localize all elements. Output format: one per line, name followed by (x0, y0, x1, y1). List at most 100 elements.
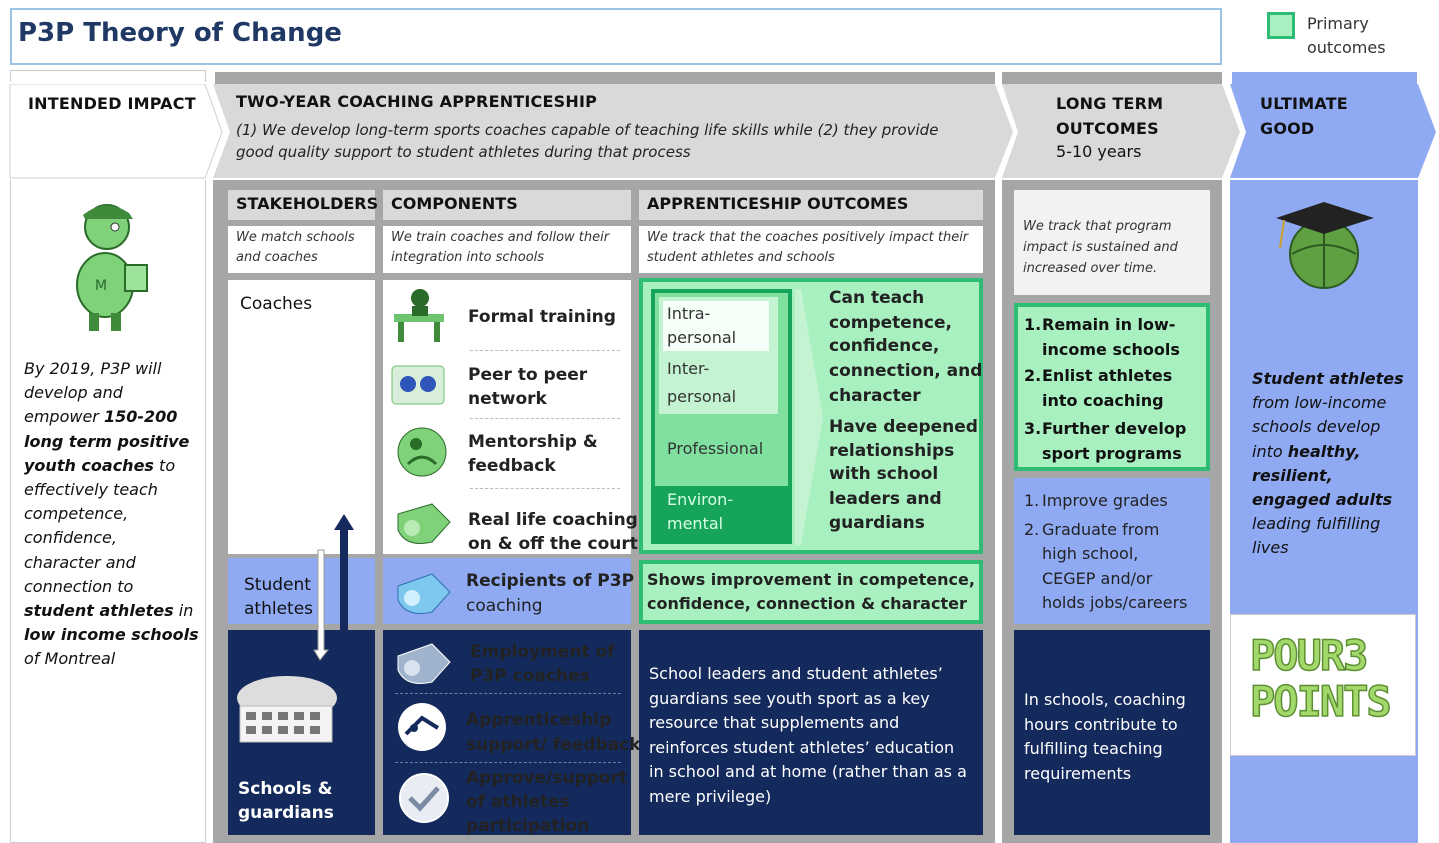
deepened-5: guardians (829, 513, 925, 533)
navy-divider-2 (395, 762, 621, 763)
pour3points-logo-box (1230, 614, 1416, 756)
can-teach-5: character (829, 386, 921, 406)
coach-mascot-icon: M (76, 204, 148, 331)
deepened-2: relationships (829, 441, 955, 461)
level-environ-1: Environ- (667, 490, 734, 509)
title-box (10, 8, 1222, 65)
student-athletes-cell (228, 558, 375, 624)
logo-line-2: POINTS (1249, 677, 1392, 726)
apprenticeship-header: TWO-YEAR COACHING APPRENTICESHIP (236, 92, 598, 111)
peer-network-icon (391, 365, 445, 405)
long-term-primary-box (1014, 303, 1210, 471)
impact-line-10: connection to (24, 576, 134, 596)
apprenticeship-description: (1) We develop long-term sports coaches … (236, 121, 939, 161)
component-real-life-2: on & off the court (468, 534, 638, 554)
feedback-icon (398, 703, 446, 751)
impact-line-11: student athletes (24, 601, 174, 621)
outcomes-subtitle: We track that the coaches positively imp… (639, 226, 983, 273)
impact-line-13: of Montreal (24, 649, 116, 669)
logo-line-1: POUR3 (1249, 631, 1369, 680)
intended-impact-header: INTENDED IMPACT (28, 94, 196, 113)
apprenticeship-top-bar (215, 72, 995, 84)
can-teach-1: Can teach (829, 288, 925, 308)
component-mentorship-2: feedback (468, 456, 556, 476)
level-professional-label: Professional (667, 439, 764, 458)
school-leaders-4: reinforces student athletes’ education (649, 737, 955, 757)
ultimate-line-2: from low-income (1252, 393, 1387, 413)
impact-line-3: empower (24, 407, 104, 427)
chevron-ultimate (1230, 84, 1436, 178)
lt-secondary-2-l4: holds jobs/careers (1042, 593, 1188, 612)
long-term-secondary-list: 1.Improve grades 2.Graduate from high sc… (1024, 489, 1188, 616)
checkmark-icon (399, 773, 449, 823)
school-leaders-3: resource that supplements and (649, 713, 900, 732)
lt-secondary-2-l3: CEGEP and/or (1042, 568, 1153, 588)
ultimate-line-5: resilient, (1252, 465, 1333, 485)
lt-primary-2-l2: into coaching (1042, 391, 1164, 410)
deepened-3: with school (829, 464, 939, 484)
impact-line-4: long term positive (24, 431, 190, 451)
stakeholders-subtitle: We match schools and coaches (228, 226, 375, 273)
lt-primary-1-l2: income schools (1042, 340, 1180, 359)
chevron-header (9, 84, 1436, 179)
level-intra-1: Intra- (667, 304, 711, 323)
lt-navy-1: In schools, coaching (1024, 690, 1186, 709)
ultimate-top-bar (1232, 72, 1417, 84)
impact-line-9: character and (24, 552, 136, 572)
component-employment-2: P3P coaches (470, 666, 590, 686)
mentorship-icon (397, 427, 447, 477)
chevron-apprenticeship (213, 84, 1013, 178)
school-leaders-1: School leaders and student athletes’ (649, 664, 943, 683)
improvement-2: confidence, connection & character (647, 594, 967, 613)
long-term-primary-list: 1.Remain in low- income schools 2.Enlist… (1024, 312, 1186, 466)
deepened-1: Have deepened (829, 417, 978, 437)
impact-line-6: effectively teach (24, 480, 158, 500)
deepened-4: leaders and (829, 489, 942, 509)
school-leaders-cell (639, 630, 983, 835)
impact-line-12: low income schools (24, 625, 199, 645)
ultimate-line-7: leading fulfilling (1252, 514, 1381, 534)
lt-secondary-1: Improve grades (1042, 491, 1168, 510)
lt-primary-3-l1: Further develop (1042, 419, 1187, 438)
component-divider-3 (470, 488, 620, 489)
student-athletes-label-1: Student (244, 575, 311, 595)
graduation-ball-icon (1276, 202, 1374, 289)
long-term-subtitle: We track that program impact is sustaine… (1023, 219, 1178, 276)
improvement-box (639, 560, 983, 624)
school-leaders-6: mere privilege) (649, 786, 772, 806)
chevron-long-term (1002, 84, 1240, 178)
level-environ-2: mental (667, 514, 724, 533)
level-intrapersonal (663, 301, 769, 351)
student-athletes-label-2: athletes (244, 599, 314, 619)
long-term-header-2: OUTCOMES (1056, 119, 1159, 138)
ultimate-line-8: lives (1252, 538, 1289, 558)
impact-line-8: confidence, (24, 528, 117, 548)
impact-line-5-tail: to (153, 455, 176, 475)
navy-divider-1 (395, 693, 621, 694)
components-subtitle: We train coaches and follow their integr… (383, 226, 631, 273)
lt-primary-1-l1: Remain in low- (1042, 315, 1176, 334)
schools-label-2: guardians (238, 803, 334, 823)
impact-line-5: youth coaches (24, 455, 154, 475)
component-formal-training: Formal training (468, 307, 616, 327)
lt-secondary-num-1: 1. (1024, 491, 1040, 510)
lt-secondary-num-2: 2. (1024, 519, 1040, 539)
component-apprenticeship-2: support/ feedback (466, 735, 641, 755)
ultimate-header-2: GOOD (1260, 119, 1315, 138)
long-term-top-bar (1002, 72, 1222, 84)
school-leaders-5: in school and at home (rather than as a (649, 762, 967, 781)
lt-primary-3-l2: sport programs (1042, 444, 1182, 463)
lt-navy-3: fulfilling teaching (1024, 739, 1163, 758)
long-term-navy-cell (1014, 630, 1210, 835)
impact-line-11-tail: in (173, 601, 194, 621)
lt-primary-num-3: 3. (1024, 419, 1042, 438)
level-inter-2: personal (667, 387, 737, 406)
coaches-label: Coaches (240, 294, 313, 314)
component-divider-1 (470, 350, 620, 351)
component-peer-2: network (468, 389, 547, 409)
legend-label: Primary outcomes (1307, 14, 1386, 57)
lt-primary-num-1: 1. (1024, 315, 1042, 334)
component-approve-3: participation (466, 816, 590, 836)
outcomes-header: APPRENTICESHIP OUTCOMES (639, 190, 983, 220)
ultimate-header-1: ULTIMATE (1260, 94, 1348, 113)
